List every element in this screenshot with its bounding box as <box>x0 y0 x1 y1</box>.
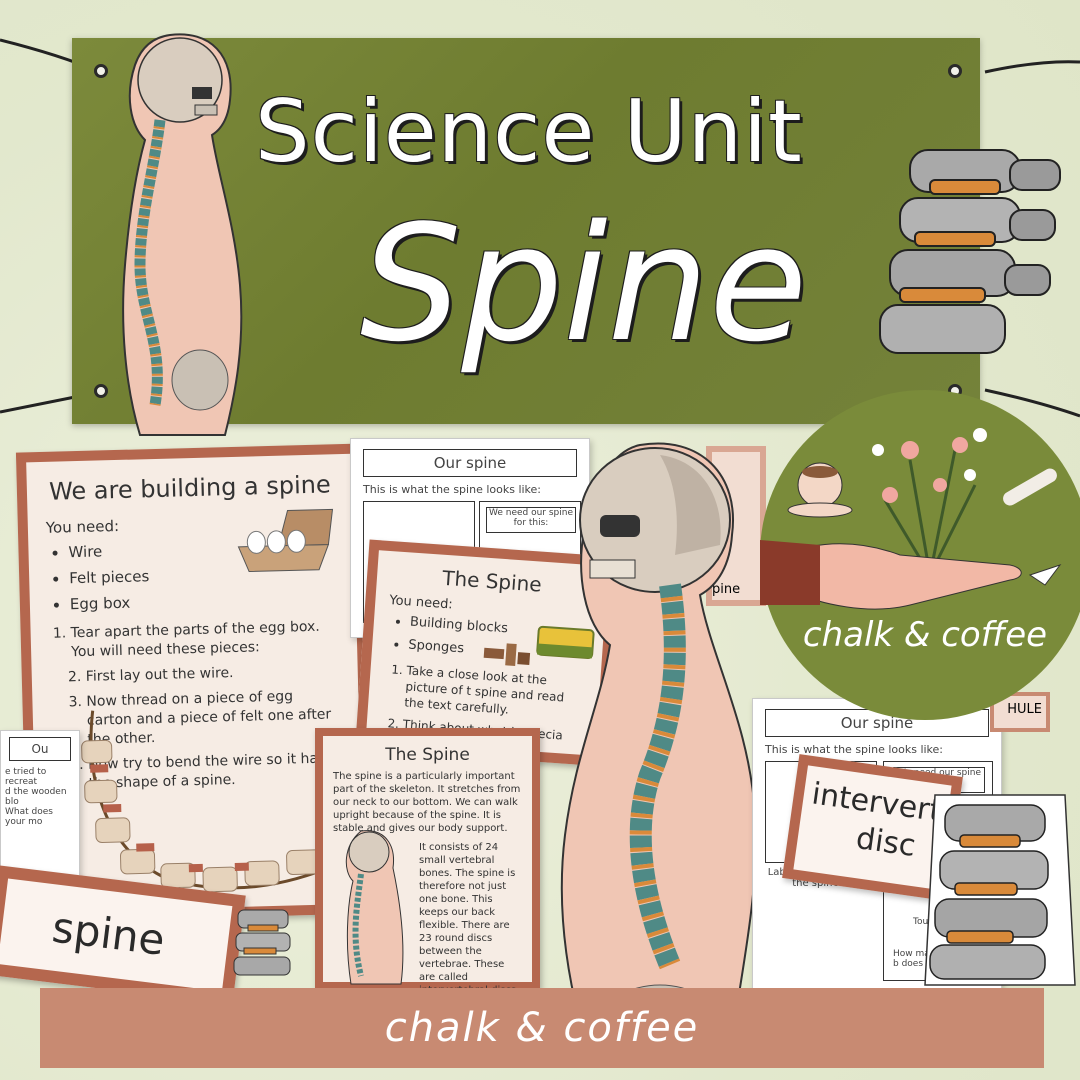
sheet-line: d the wooden blo <box>5 787 67 807</box>
vertebrae-thumbnail <box>233 909 291 976</box>
sponge-illustration <box>536 625 595 660</box>
footer-brand-text: chalk & coffee <box>384 1005 700 1051</box>
logo-text: chalk & coffee <box>802 615 1048 655</box>
sheet-title: Ou <box>9 737 71 761</box>
card-title: We are building a spine <box>48 470 332 506</box>
egg-box-illustration <box>237 508 334 573</box>
sheet-caption: This is what the spine looks like: <box>363 483 542 496</box>
word-card-text: disc <box>853 821 918 864</box>
sheet-title: Our spine <box>363 449 577 477</box>
sheet-line: e tried to recreat <box>5 767 47 787</box>
body-figure-illustration <box>122 33 243 436</box>
card-title: The Spine <box>385 745 470 765</box>
need-box-label: We need our spine for this: <box>486 507 576 533</box>
building-blocks-illustration <box>483 643 531 666</box>
vertebrae-illustration <box>879 149 1061 354</box>
logo-artwork <box>760 428 1062 610</box>
grommet <box>94 384 108 398</box>
brand-footer-bar: chalk & coffee <box>40 988 1044 1068</box>
body-figure-large-illustration <box>560 442 757 1060</box>
body-figure-thumbnail <box>345 830 404 985</box>
banner-title: Science Unit <box>255 82 803 182</box>
step-item: Tear apart the parts of the egg box. You… <box>70 618 339 663</box>
material-item: Egg box <box>70 587 338 614</box>
worksheet-spine-tasks: The Spine You need: Building blocks Spon… <box>354 539 620 767</box>
thumbnail-card-label: pine <box>712 582 741 597</box>
vertebrae-illustration-bottom <box>924 794 1076 986</box>
sheet-line: What does your mo <box>5 807 53 827</box>
brand-logo: chalk & coffee <box>760 390 1080 720</box>
step-item: First lay out the wire. <box>86 661 340 687</box>
sheet-caption: This is what the spine looks like: <box>765 743 944 756</box>
sheet-text: e tried to recreat d the wooden blo What… <box>1 767 79 827</box>
worksheet-building-spine: We are building a spine You need: Wire F… <box>15 443 375 923</box>
banner-subtitle: Spine <box>360 190 808 377</box>
info-paragraph: The spine is a particularly important pa… <box>333 771 521 835</box>
egg-carton-spine-model <box>81 710 338 893</box>
grommet <box>948 64 962 78</box>
worksheet-spine-info: The Spine The spine is a particularly im… <box>315 728 540 1048</box>
word-card-text: spine <box>49 902 168 965</box>
grommet <box>94 64 108 78</box>
